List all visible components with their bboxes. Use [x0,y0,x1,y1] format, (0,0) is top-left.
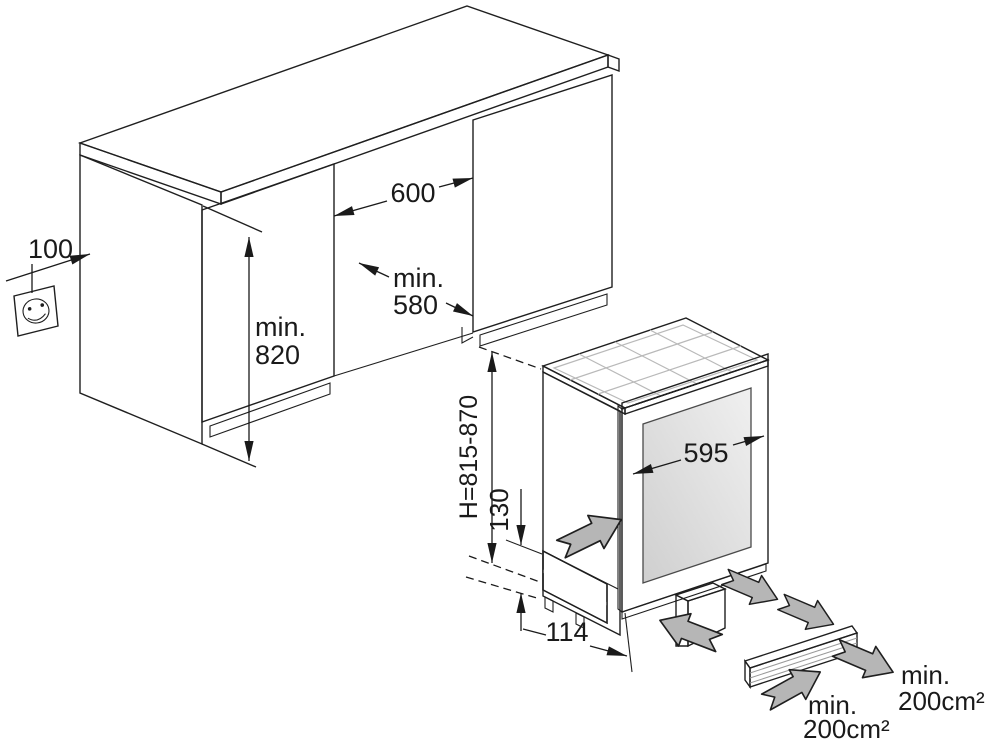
dim-plinth-depth: 114 [522,612,633,673]
outlet-plate [13,285,59,337]
left-cabinet-plinth [209,382,331,438]
appliance-foot-mid [575,612,585,629]
left-cabinet-floor-line [201,443,257,468]
airflow-arrow-exhaust-2 [777,593,835,631]
airflow-arrow-grille-out [831,638,894,679]
airflow-arrow-intake-front [555,514,623,559]
plinth-top-line [542,550,619,590]
dim-appliance-height: H=815-870 [455,346,542,583]
dim-label-niche-depth-value: 580 [393,290,438,320]
dim-label-niche-width: 600 [390,178,435,208]
ref-line-door-plane [624,612,633,673]
dim-label-appliance-width: 595 [683,438,728,468]
right-cabinet-plinth [479,293,608,347]
dim-line-width-left [632,459,682,475]
power-outlet-group: 100 [5,234,91,337]
airflow-arrows [555,514,835,653]
dim-line-niche-depth-right [445,302,474,317]
dim-line-niche-depth-left [358,262,390,278]
dim-label-plinth-vent-height: 130 [484,488,514,531]
dim-label-niche-height-min: min. [255,312,306,342]
dim-line-socket-offset [5,253,91,282]
ref-dash-top [478,346,542,370]
dim-plinth-vent-height: 130 [465,488,543,631]
dim-label-niche-depth-min: min. [393,263,444,293]
dim-niche-width: 600 [333,177,474,217]
airflow-arrow-under-front [659,612,724,653]
ref-line-plinth-top [505,539,543,555]
dim-line-niche-width-right [438,177,474,188]
appliance-door [621,359,769,613]
dim-line-width-right [732,435,765,446]
floor-grille-slat-1 [749,637,858,674]
appliance [541,317,770,648]
top-grid-line-3 [578,353,662,397]
counter-run [77,5,620,468]
label-vent-out-min: min. [901,660,950,690]
niche-left-wall-top-edge [202,205,263,233]
floor-grille-slat-2 [749,642,858,679]
dim-line-114-right [589,645,628,657]
floor-grille-arrows [760,638,894,711]
label-vent-out-area: 200cm² [898,686,985,716]
niche-floor-edge [333,332,474,377]
top-grid-line-5 [649,329,733,373]
appliance-top-rim [552,324,759,404]
dim-line-niche-width-left [333,200,388,217]
door-glass [642,387,752,584]
appliance-side-panel [542,370,621,637]
label-vent-in-area: 200cm² [803,714,890,744]
right-cabinet-side-panel [472,74,613,333]
airflow-arrow-grille-in [760,668,822,711]
vent-area-labels: min. 200cm² min. 200cm² [803,660,985,744]
top-grid-line-4 [614,341,698,385]
right-cabinet-plinth-step [461,327,474,344]
socket-icon [22,298,50,324]
appliance-foot-left [544,596,554,613]
dim-niche-depth: min. 580 [358,262,474,320]
dim-niche-height: min. 820 [244,237,306,461]
airflow-arrow-exhaust-1 [721,568,779,606]
dim-label-niche-height-value: 820 [255,340,300,370]
dim-appliance-width: 595 [632,435,765,475]
dim-label-plinth-depth: 114 [545,617,588,647]
vent-grille-divider [542,569,608,606]
label-vent-in-min: min. [808,690,857,720]
dim-label-appliance-height: H=815-870 [455,395,483,519]
dim-label-socket-offset: 100 [28,234,73,264]
dim-line-114-left [522,628,547,636]
countertop-right-edge [607,54,620,72]
